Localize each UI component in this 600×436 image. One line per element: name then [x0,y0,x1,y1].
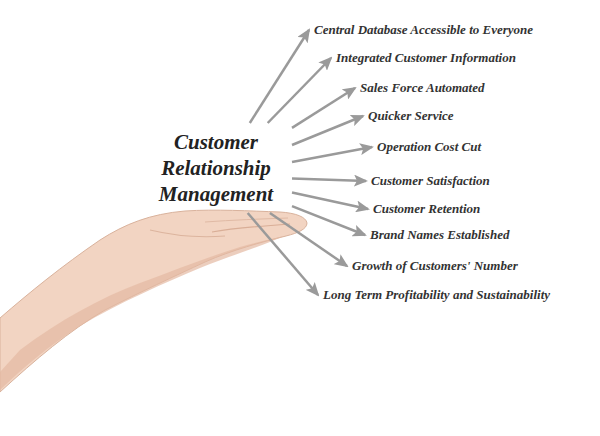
hand-shading [0,236,284,390]
benefit-arrow [270,213,347,266]
topic-text: Customer Relationship Management [146,129,286,207]
benefit-item: Brand Names Established [370,227,509,243]
benefit-text: Operation Cost Cut [377,139,481,155]
hand-shape [0,210,307,392]
benefit-item: Customer Retention [373,201,480,217]
benefit-text: Central Database Accessible to Everyone [314,22,533,38]
benefit-arrow [292,147,372,162]
benefit-text: Growth of Customers' Number [352,258,518,274]
benefit-arrow [292,206,365,235]
benefit-text: Integrated Customer Information [336,50,516,66]
benefit-item: Customer Satisfaction [371,173,490,189]
benefit-item: Sales Force Automated [360,80,484,96]
benefit-item: Long Term Profitability and Sustainabili… [323,287,550,303]
benefit-arrow [268,58,331,123]
finger-crease [212,224,290,232]
central-topic: Customer Relationship Management [146,129,286,207]
benefit-item: Operation Cost Cut [377,139,481,155]
benefit-text: Sales Force Automated [360,80,484,96]
benefit-item: Growth of Customers' Number [352,258,518,274]
benefit-text: Customer Satisfaction [371,173,490,189]
benefit-arrow [250,30,309,123]
benefit-arrow [292,179,366,182]
benefit-text: Brand Names Established [370,227,509,243]
benefit-arrow [248,213,318,295]
benefit-arrow [292,193,368,210]
benefit-text: Quicker Service [368,108,454,124]
benefit-item: Central Database Accessible to Everyone [314,22,533,38]
benefit-arrow [292,116,363,145]
thumb-edge [150,230,225,237]
benefit-item: Integrated Customer Information [336,50,516,66]
benefit-item: Quicker Service [368,108,454,124]
benefit-text: Customer Retention [373,201,480,217]
benefit-text: Long Term Profitability and Sustainabili… [323,287,550,303]
finger-crease [205,218,288,222]
